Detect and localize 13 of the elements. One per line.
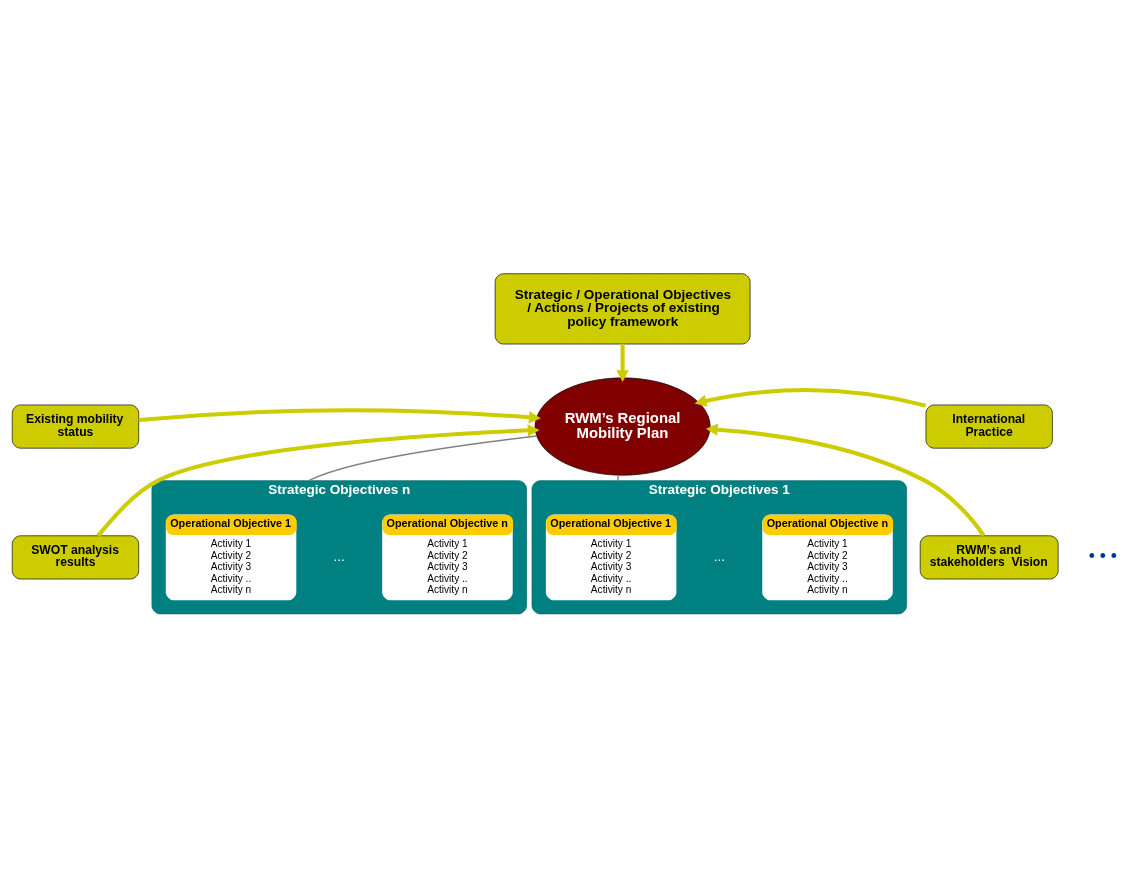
arrow: [694, 387, 927, 408]
node-box: SWOT analysis results: [11, 534, 140, 579]
label: ...: [713, 548, 725, 564]
arrow: [138, 407, 541, 423]
connector: [617, 474, 620, 481]
node-box: Existing mobility status: [11, 404, 140, 449]
node-box: RWM’s and stakeholders Vision: [919, 534, 1059, 579]
node-box: International Practice: [925, 404, 1053, 449]
label: • • •: [1088, 545, 1117, 566]
label: ...: [333, 548, 345, 564]
arrow: [616, 343, 629, 382]
node-box: Strategic / Operational Objectives / Actions / Projects of existing policy framework: [494, 272, 751, 344]
connector: [308, 434, 538, 481]
